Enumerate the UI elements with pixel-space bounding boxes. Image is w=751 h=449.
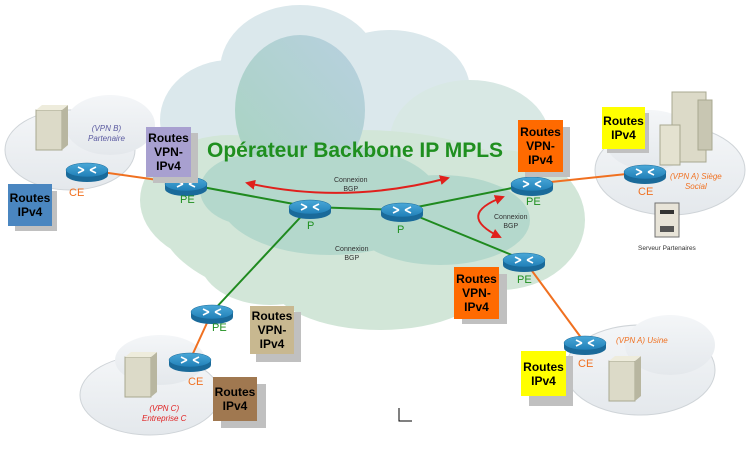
routes-vpn-ipv4-box-vpn-b: Routes VPN- IPv4 [146,127,191,177]
routes-vpn-ipv4-box-usine: Routes VPN- IPv4 [454,267,499,319]
links [86,169,646,361]
routes-vpn-ipv4-box-siege: Routes VPN- IPv4 [518,120,563,172]
routes-vpn-ipv4-box-vpn-c: Routes VPN- IPv4 [250,306,294,354]
building-icon-siege [659,91,713,166]
diagram-title: Opérateur Backbone IP MPLS [207,139,504,162]
label-pe-left: PE [180,194,195,206]
router-icon-p-right[interactable] [380,202,424,222]
bgp-label-center: Connexion BGP [335,246,369,262]
bgp-label-right: Connexion BGP [494,214,528,230]
label-p-right: P [397,224,405,236]
link-p-left-to-pe-bottom-left [211,206,311,313]
label-pe-bottom-left: PE [212,322,227,334]
router-icon-pe-right-bottom[interactable] [502,252,546,272]
bgp-arrow-right [477,195,505,238]
routes-ipv4-box-vpn-b: Routes IPv4 [8,184,52,226]
bgp-label-top: Connexion BGP [334,177,368,193]
router-icon-p-left[interactable] [288,199,332,219]
label-ce-vpn-c: CE [188,376,204,388]
server-icon [654,202,680,238]
building-icon-usine [608,356,641,402]
label-p-left: P [307,220,315,232]
site-label-usine: (VPN A) Usine [616,336,668,345]
building-icon-vpn-c [124,352,157,398]
corner-mark [398,408,412,422]
label-ce-vpn-b: CE [69,187,85,199]
link-pe-right-bottom-to-ce-usine [523,259,586,344]
site-label-vpn-c: (VPN C) Entreprise C [142,404,187,423]
site-label-siege: (VPN A) Siège Social [670,172,722,191]
link-p-right-to-pe-right-bottom [401,209,525,261]
router-icon-ce-usine[interactable] [563,335,607,355]
routes-ipv4-box-siege: Routes IPv4 [602,107,645,149]
server-label: Serveur Partenaires [638,245,696,252]
label-pe-right-top: PE [526,196,541,208]
router-icon-ce-vpn-b[interactable] [65,162,109,182]
building-icon-vpn-b [35,105,68,151]
label-ce-usine: CE [578,358,594,370]
routes-ipv4-box-vpn-c: Routes IPv4 [213,377,257,421]
router-icon-pe-bottom-left[interactable] [190,304,234,324]
bgp-arrow-top [245,175,450,194]
site-label-vpn-b: (VPN B) Partenaire [88,124,125,143]
label-pe-right-bottom: PE [517,274,532,286]
router-icon-pe-right-top[interactable] [510,176,554,196]
router-icon-ce-vpn-c[interactable] [168,352,212,372]
link-p-right-to-pe-right-top [401,183,533,211]
label-ce-siege: CE [638,186,654,198]
routes-ipv4-box-usine: Routes IPv4 [521,351,566,396]
router-icon-ce-siege[interactable] [623,164,667,184]
